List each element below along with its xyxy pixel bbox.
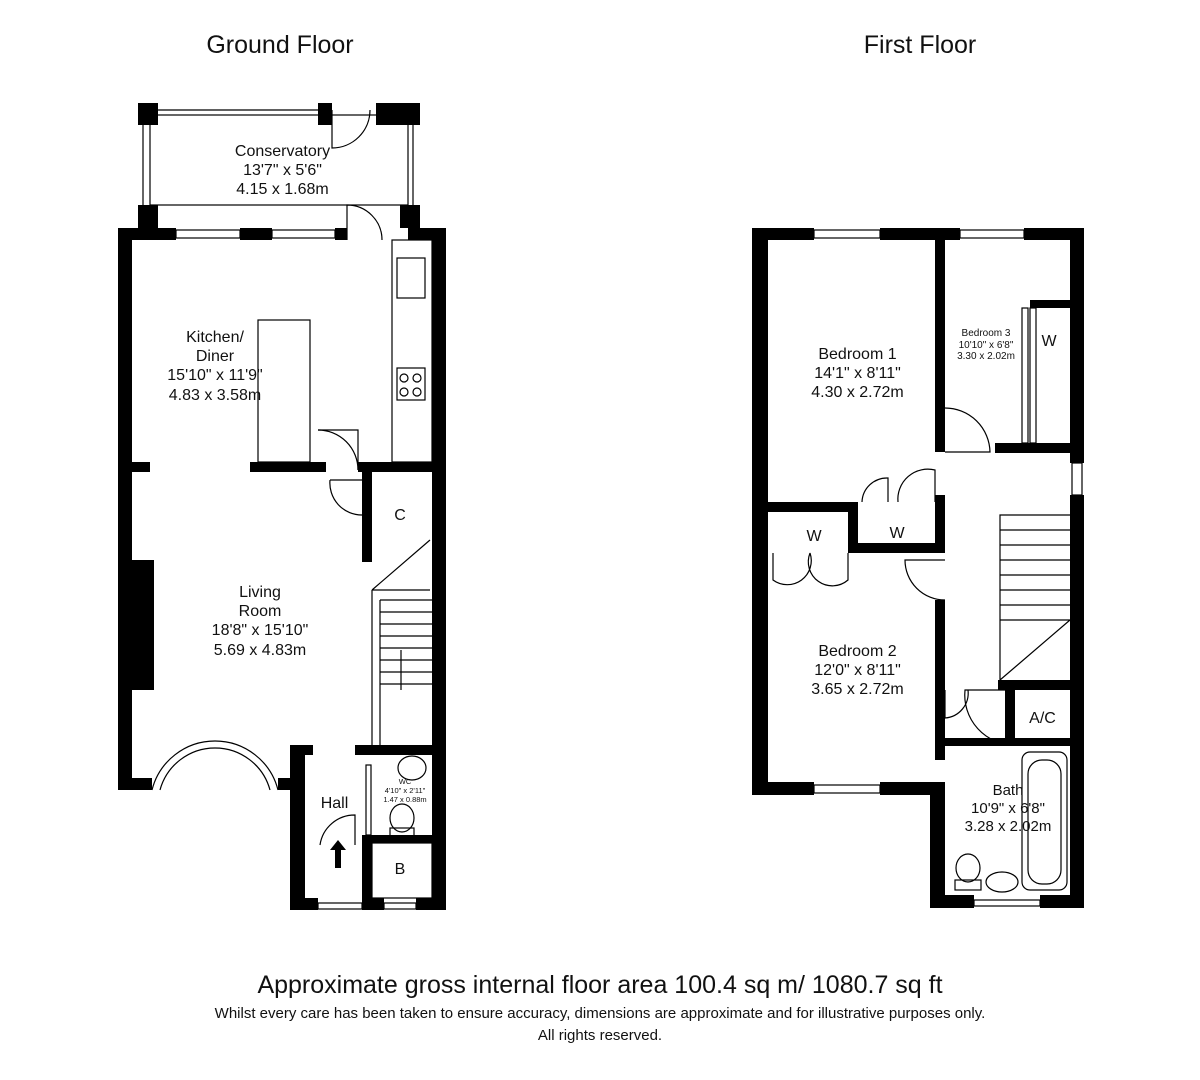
room-label-wardrobe-landing: W (889, 525, 905, 542)
room-label-living-room: Living Room 18'8" x 15'10" 5.69 x 4.83m (211, 584, 309, 659)
entrance-arrow-icon (330, 840, 346, 868)
room-label-airing-cupboard: A/C (1029, 710, 1056, 727)
room-label-cupboard: C (394, 507, 406, 524)
room-label-wc: WC 4'10" x 2'11" 1.47 x 0.88m (383, 777, 427, 804)
room-label-boiler: B (394, 861, 406, 878)
room-label-kitchen: Kitchen/ Diner 15'10" x 11'9" 4.83 x 3.5… (167, 329, 263, 404)
room-label-conservatory: Conservatory 13'7" x 5'6" 4.15 x 1.68m (234, 143, 331, 199)
ground-floor-walls (118, 103, 446, 910)
disclaimer-text: Whilst every care has been taken to ensu… (214, 1005, 986, 1022)
room-label-bath: Bath 10'9" x 6'8" 3.28 x 2.02m (964, 782, 1052, 835)
room-label-hall: Hall (320, 795, 349, 812)
room-label-bedroom-1: Bedroom 1 14'1" x 8'11" 4.30 x 2.72m (811, 346, 904, 402)
first-floor-fixtures (772, 229, 1083, 907)
room-label-bedroom-3: Bedroom 3 10'10" x 6'8" 3.30 x 2.02m (957, 328, 1015, 362)
rights-text: All rights reserved. (537, 1027, 663, 1044)
room-label-wardrobe-bedroom-2: W (806, 528, 822, 545)
ground-floor-fixtures (142, 109, 433, 910)
room-label-wardrobe-bedroom-3: W (1041, 333, 1057, 350)
ground-floor-title: Ground Floor (206, 31, 354, 59)
floor-area-text: Approximate gross internal floor area 10… (257, 971, 943, 999)
room-label-bedroom-2: Bedroom 2 12'0" x 8'11" 3.65 x 2.72m (811, 643, 904, 699)
first-floor-walls (752, 228, 1084, 908)
first-floor-title: First Floor (863, 31, 977, 59)
